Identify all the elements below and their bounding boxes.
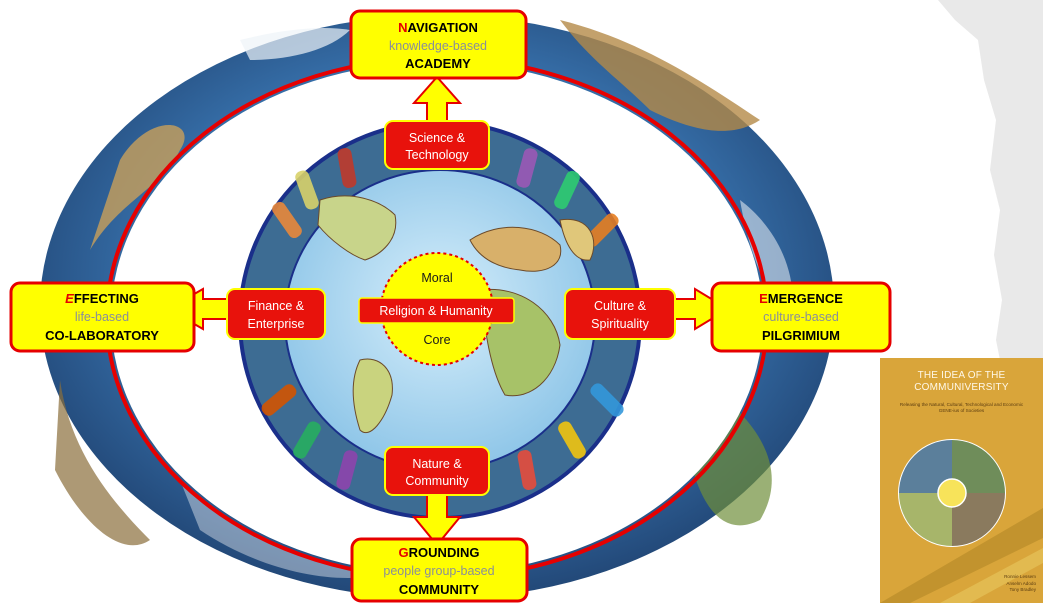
emergence-initial: E [759,291,768,306]
svg-text:Nature &: Nature & [412,457,462,471]
emergence-box: EMERGENCE culture-based PILGRIMIUM [710,281,892,353]
navigation-institution: ACADEMY [405,56,471,71]
effecting-basis: life-based [75,310,129,324]
book-authors: Ronnie Lessem Anselm Adodo Tony Bradley [1004,574,1036,592]
grounding-box: GROUNDING people group-based COMMUNITY [350,537,529,603]
svg-text:Religion & Humanity: Religion & Humanity [379,304,493,318]
navigation-basis: knowledge-based [389,39,487,53]
svg-text:Technology: Technology [405,148,469,162]
svg-text:NAVIGATION: NAVIGATION [398,20,478,35]
grounding-initial: G [399,545,409,560]
svg-text:Science &: Science & [409,131,466,145]
svg-text:Community: Community [405,474,469,488]
emergence-institution: PILGRIMIUM [762,328,840,343]
arrow-north [411,75,463,122]
book-subtitle: Releasing the Natural, Cultural, Technol… [899,402,1024,413]
navigation-initial: N [398,20,407,35]
svg-text:Spirituality: Spirituality [591,317,649,331]
svg-text:GROUNDING: GROUNDING [399,545,480,560]
arrow-south [411,492,463,547]
grounding-title: ROUNDING [409,545,480,560]
emergence-basis: culture-based [763,310,839,324]
effecting-initial: E [65,291,74,306]
svg-text:Culture &: Culture & [594,299,647,313]
svg-text:EFFECTING: EFFECTING [65,291,139,306]
navigation-box: NAVIGATION knowledge-based ACADEMY [349,9,528,80]
religion-humanity-box: Religion & Humanity [358,297,515,324]
finance-enterprise-box: Finance & Enterprise [226,288,326,340]
book-title: THE IDEA OF THE COMMUNIVERSITY [914,370,1009,393]
svg-text:EMERGENCE: EMERGENCE [759,291,843,306]
effecting-title: FFECTING [74,291,139,306]
moral-label: Moral [421,271,452,285]
book-cover: THE IDEA OF THE COMMUNIVERSITY Releasing… [880,358,1043,603]
book-cover-art [880,439,1043,603]
navigation-title: AVIGATION [408,20,478,35]
grounding-basis: people group-based [383,564,494,578]
science-technology-box: Science & Technology [384,120,490,170]
emergence-title: MERGENCE [768,291,843,306]
svg-text:Finance &: Finance & [248,299,305,313]
svg-text:Enterprise: Enterprise [248,317,305,331]
effecting-institution: CO-LABORATORY [45,328,159,343]
effecting-box: EFFECTING life-based CO-LABORATORY [9,281,196,353]
culture-spirituality-box: Culture & Spirituality [564,288,676,340]
nature-community-box: Nature & Community [384,446,490,496]
grounding-institution: COMMUNITY [399,582,479,597]
core-label: Core [423,333,450,347]
